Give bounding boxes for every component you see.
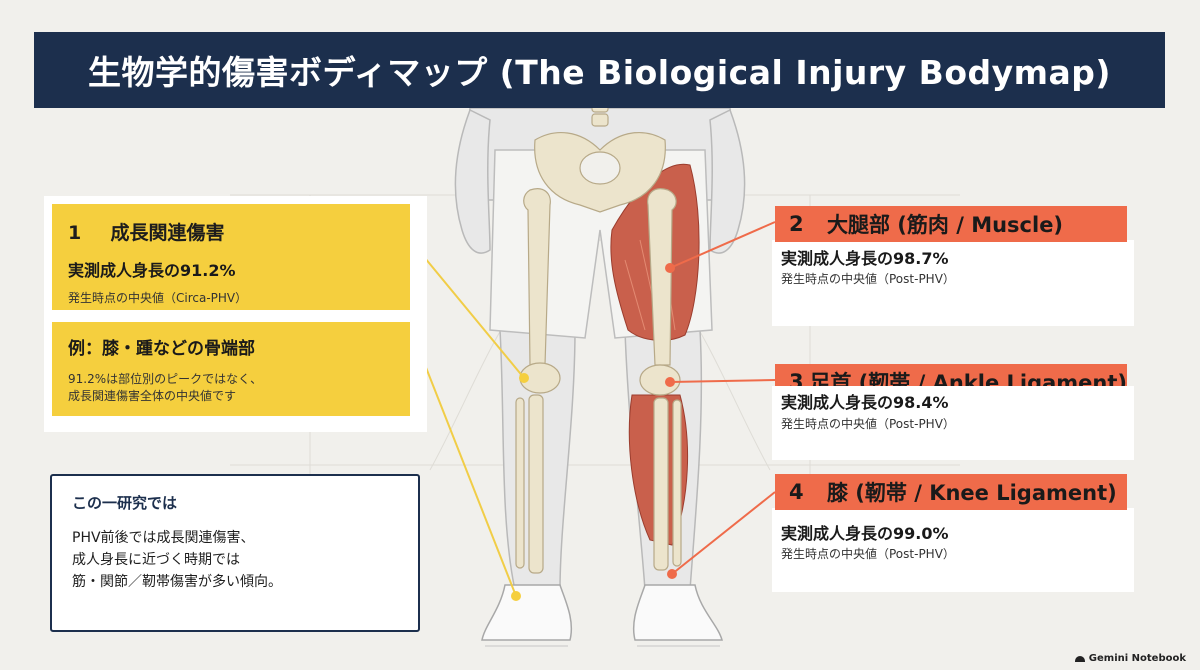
ankle-callout-stat: 実測成人身長の98.4% bbox=[781, 393, 949, 412]
summary-line3: 筋・関節／靭帯傷害が多い傾向。 bbox=[72, 574, 282, 590]
connector-growth-knee bbox=[419, 251, 525, 379]
growth-injury-number: 1 bbox=[68, 222, 82, 244]
summary-heading: この一研究では bbox=[72, 494, 178, 512]
growth-injury-stat: 実測成人身長の91.2% bbox=[68, 261, 236, 280]
connector-dots bbox=[511, 263, 677, 601]
knee-callout-card bbox=[772, 508, 1134, 592]
summary-line2: 成人身長に近づく時期では bbox=[72, 552, 240, 568]
growth-injury-heading: 成長関連傷害 bbox=[110, 222, 225, 244]
summary-line1: PHV前後では成長関連傷害、 bbox=[72, 530, 255, 546]
example-note-line1: 91.2%は部位別のピークではなく、 bbox=[68, 372, 263, 386]
connector-lines bbox=[419, 221, 776, 597]
shoes bbox=[481, 584, 723, 641]
thigh-callout-card bbox=[772, 240, 1134, 326]
thigh-callout-sub: 発生時点の中央値（Post-PHV） bbox=[781, 272, 955, 286]
thigh-callout-text: 大腿部 (筋肉 / Muscle) bbox=[827, 213, 1064, 237]
knee-callout-text: 膝 (靭帯 / Knee Ligament) bbox=[827, 481, 1117, 505]
ankle-callout-card bbox=[772, 386, 1134, 460]
footer-logo-text: Gemini Notebook bbox=[1088, 653, 1186, 664]
summary-box: この一研究では PHV前後では成長関連傷害、 成人身長に近づく時期では 筋・関節… bbox=[50, 474, 420, 632]
thigh-callout-number: 2 bbox=[789, 212, 804, 236]
page-title: 生物学的傷害ボディマップ (The Biological Injury Body… bbox=[34, 32, 1165, 108]
footer-logo: Gemini Notebook bbox=[1074, 653, 1186, 664]
example-note-line2: 成長関連傷害全体の中央値です bbox=[68, 389, 237, 403]
knee-callout-number: 4 bbox=[789, 480, 804, 504]
notebook-logo-icon bbox=[1074, 655, 1085, 662]
ankle-callout-sub: 発生時点の中央値（Post-PHV） bbox=[781, 417, 955, 431]
connector-growth-heel bbox=[424, 364, 517, 597]
example-heading: 例：膝・踵などの骨端部 bbox=[68, 339, 255, 359]
thigh-callout-stat: 実測成人身長の98.7% bbox=[781, 249, 949, 268]
growth-injury-sub: 発生時点の中央値（Circa-PHV） bbox=[68, 291, 248, 305]
connector-ankle bbox=[669, 379, 776, 383]
connector-thigh bbox=[669, 221, 776, 269]
knee-callout-sub: 発生時点の中央値（Post-PHV） bbox=[781, 547, 955, 561]
knee-callout-stat: 実測成人身長の99.0% bbox=[781, 524, 949, 543]
knee-callout-label: 4 膝 (靭帯 / Knee Ligament) bbox=[775, 474, 1127, 510]
growth-injury-card: 1 成長関連傷害 実測成人身長の91.2% 発生時点の中央値（Circa-PHV… bbox=[52, 204, 410, 310]
thigh-callout-label: 2 大腿部 (筋肉 / Muscle) bbox=[775, 206, 1127, 242]
connector-knee bbox=[671, 491, 776, 575]
skeleton bbox=[515, 99, 682, 574]
example-card: 例：膝・踵などの骨端部 91.2%は部位別のピークではなく、 成長関連傷害全体の… bbox=[52, 322, 410, 416]
